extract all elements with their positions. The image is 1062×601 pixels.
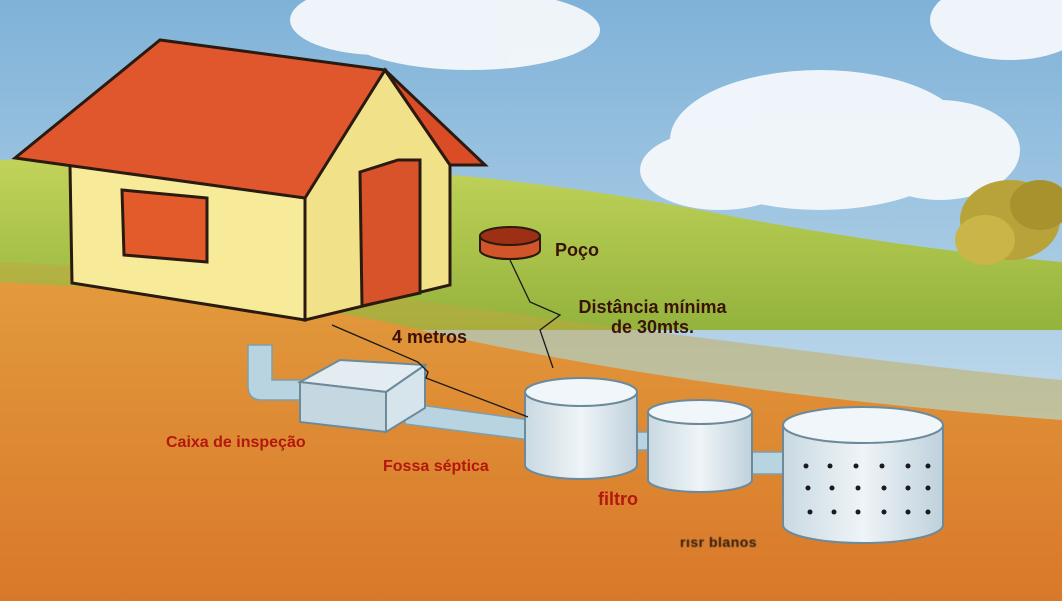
label-sump: rısr blanos: [680, 534, 758, 550]
filter-tank: [647, 399, 753, 493]
distance-line: [509, 259, 562, 369]
four-meter-line: [331, 324, 529, 418]
label-well: Poço: [555, 240, 600, 260]
label-inspection-box: Caixa de inspeção: [166, 434, 306, 451]
label-four-meters: 4 metros: [392, 327, 468, 347]
label-min-distance-line2: de 30mts.: [610, 316, 695, 337]
label-septic-tank: Fossa séptica: [383, 458, 489, 475]
inspection-box: [296, 358, 428, 434]
sump-tank: [782, 406, 944, 544]
septic-tank: [524, 377, 638, 480]
clouds: [290, 0, 1062, 210]
well-icon: [479, 226, 541, 260]
label-filter: filtro: [598, 489, 638, 509]
tree-icon: [955, 180, 1062, 265]
label-min-distance: Distância mínima de 30mts.: [565, 297, 740, 338]
label-min-distance-line1: Distância mínima: [578, 297, 727, 317]
house-icon: [11, 38, 489, 322]
